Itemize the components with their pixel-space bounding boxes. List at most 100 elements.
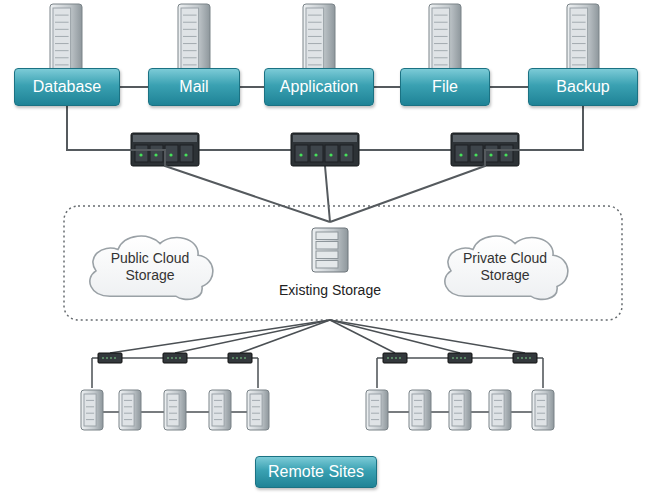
server-icon-body [178,4,210,76]
server-icon-slot [55,64,69,65]
remote-server [209,390,231,430]
remote-server-slot [454,419,462,420]
remote-server-slot [86,400,94,401]
network-link [67,106,330,222]
storage-body [312,228,348,272]
switch-led-strip [102,358,118,359]
cloud-path [90,236,213,299]
server-icon [567,4,599,76]
remote-server-slot [371,406,379,407]
remote-server-body [409,390,431,430]
cloud-path [445,236,568,299]
appliance-bay [165,145,178,162]
server-role-box: Application [264,68,374,106]
node-label: Backup [556,78,609,96]
remote-server-slot [214,419,222,420]
server-icon [429,4,461,76]
server-icon-slot [183,36,197,37]
appliance-led [184,153,187,156]
server-icon-slot [572,50,586,51]
server-icon-slot [434,50,448,51]
appliance-bay [295,145,308,162]
remote-server-slot [454,406,462,407]
remote-server-slot [537,413,545,414]
uplink-wire [330,320,525,353]
appliance-led [504,153,507,156]
network-link [120,86,148,88]
server-icon-slot [308,36,322,37]
server-icon-slot [434,36,448,37]
server-icon-slot [55,22,69,23]
server-icon-face [53,8,71,72]
network-link [330,106,583,222]
storage-node: Existing Storage [272,222,388,298]
server-icon-slot [572,43,586,44]
appliance-led [474,153,477,156]
server-icon-slot [572,15,586,16]
remote-server-slot [537,400,545,401]
remote-server-face [122,394,134,426]
appliance-bay [500,145,513,162]
storage-drawer [316,232,338,240]
server-icon-slot [183,64,197,65]
network-link [374,86,400,88]
server-icon-slot [308,29,322,30]
remote-server-slot [252,406,260,407]
switch-led-strip [452,358,468,359]
remote-server-body [366,390,388,430]
remote-server-slot [537,406,545,407]
cloud-shape: Private Cloud Storage [435,228,575,306]
server-icon [303,4,335,76]
server-role-box: File [400,68,490,106]
switch-led-strip [232,358,248,359]
remote-server-slot [86,413,94,414]
appliance-bay [455,145,468,162]
server-icon-body [303,4,335,76]
server-icon-slot [55,57,69,58]
remote-server [489,390,511,430]
uplink-wire [110,320,330,353]
remote-server-face [412,394,424,426]
remote-server-body [164,390,186,430]
server-icon-face [570,8,588,72]
server-icon-slot [434,29,448,30]
server-icon-slot [183,29,197,30]
remote-server-slot [214,406,222,407]
server-icon-face [306,8,324,72]
switch-led-strip [167,358,183,359]
appliance-body [291,133,359,166]
remote-server-face [167,394,179,426]
switch-icon [228,353,252,363]
appliance-bay [180,145,193,162]
remote-server-body [247,390,269,430]
remote-server-slot [169,400,177,401]
switch-icon [383,353,407,363]
storage-icon [312,228,348,272]
appliance-led [489,153,492,156]
node-label: Mail [179,78,208,96]
remote-server-slot [371,419,379,420]
remote-server-slot [124,406,132,407]
node-label: File [432,78,458,96]
storage-drawer [316,242,338,250]
server-icon-slot [183,50,197,51]
remote-server-slot [537,419,545,420]
server-icon-slot [572,64,586,65]
server-icon-slot [55,36,69,37]
appliance-top [453,135,517,142]
server-icon-body [50,4,82,76]
remote-server-slot [494,406,502,407]
remote-server [164,390,186,430]
server-icon-slot [308,57,322,58]
server-icon-slot [308,50,322,51]
remote-server-body [81,390,103,430]
server-icon [178,4,210,76]
appliance-led [299,153,302,156]
server-icon-body [429,4,461,76]
server-icon-slot [434,57,448,58]
remote-server-slot [169,413,177,414]
appliance-top [293,135,357,142]
server-icon-slot [572,57,586,58]
